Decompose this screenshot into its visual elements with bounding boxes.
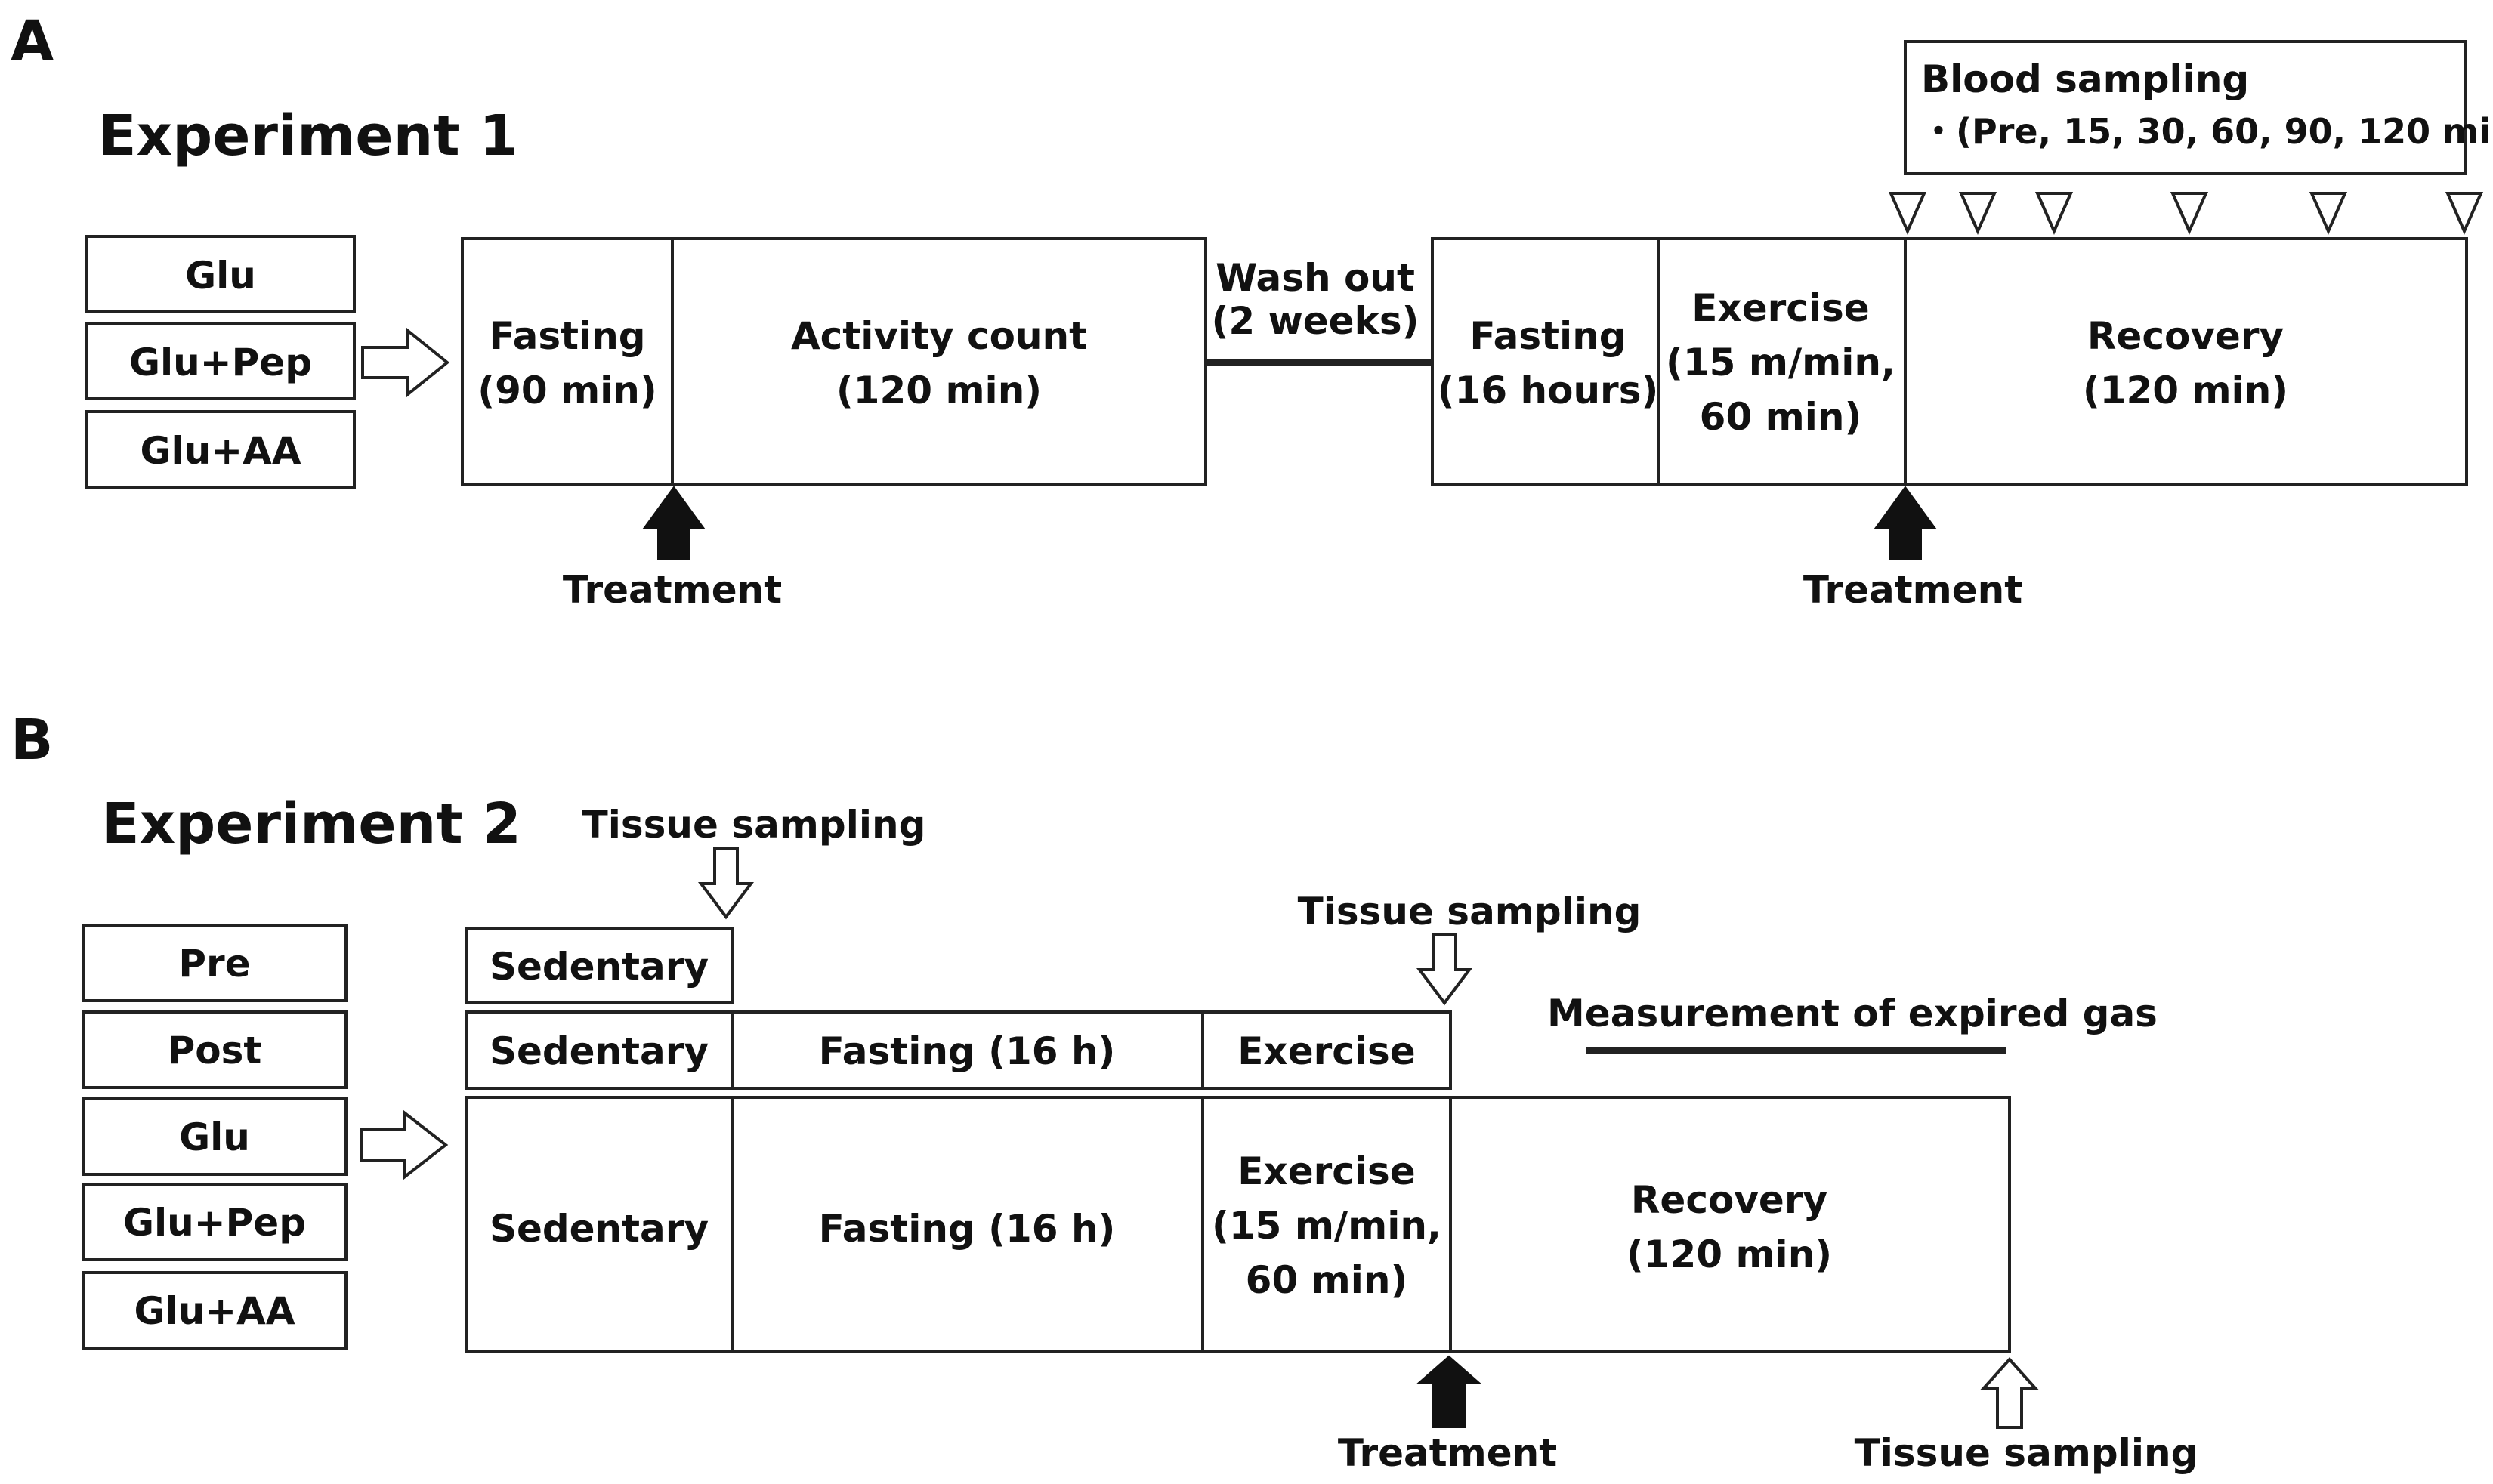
row-pre-sedentary: Sedentary [490,945,709,989]
panel-b-group-glu-pep-label: Glu+Pep [123,1201,306,1245]
panel-b-group-post-label: Post [168,1029,262,1072]
panel-a-left-stage-block [461,237,1207,486]
washout-label-line2: (2 weeks) [1212,299,1419,343]
hollow-down-triangle-icon [2034,192,2074,235]
measurement-label: Measurement of expired gas [1547,992,2158,1035]
hollow-down-triangle-icon [2445,192,2484,235]
panel-a-activity-count-stage: Activity count (120 min) [791,314,1087,412]
panel-b-group-glu-pep: Glu+Pep [82,1183,348,1261]
panel-a-group-glu-pep-label: Glu+Pep [129,341,312,384]
hollow-right-arrow-icon [360,1109,449,1180]
treatment-label-b: Treatment [1338,1431,1557,1475]
panel-b-letter: B [11,708,53,773]
panel-a-exercise-stage: Exercise (15 m/min, 60 min) [1666,286,1895,439]
solid-up-arrow-icon [1874,486,1937,560]
stage-label-line1: Fasting [489,314,645,358]
treatment-label-a2: Treatment [1803,568,2022,612]
panel-b-group-post: Post [82,1010,348,1089]
row-main-recovery-line1: Recovery [1631,1178,1827,1222]
stage-label-line2: (16 hours) [1438,369,1659,412]
row-main-exercise-line3: 60 min) [1246,1258,1408,1302]
blood-sampling-title: Blood sampling [1921,57,2249,101]
row-post-sedentary: Sedentary [490,1029,709,1073]
stage-label-line2: (90 min) [477,369,657,412]
row-post-fasting: Fasting (16 h) [819,1029,1116,1073]
stage-label-line1: Exercise [1691,286,1869,330]
hollow-down-triangle-icon [1958,192,1997,235]
panel-a-letter: A [11,9,54,74]
washout-label-line1: Wash out [1216,256,1415,300]
panel-a-group-glu-aa-label: Glu+AA [140,429,301,473]
panel-b-group-glu: Glu [82,1097,348,1176]
panel-b-row-pre: Sedentary [465,927,734,1004]
row-post-exercise: Exercise [1237,1029,1415,1073]
blood-sampling-markers [1888,192,2484,235]
panel-a-group-glu-pep: Glu+Pep [85,322,356,400]
panel-b-group-glu-label: Glu [179,1115,250,1159]
panel-a-recovery-stage: Recovery (120 min) [2083,314,2288,412]
stage-label-line3: 60 min) [1700,395,1862,439]
hollow-down-triangle-icon [1888,192,1927,235]
experiment-1-title: Experiment 1 [98,103,518,168]
stage-label-line1: Activity count [791,314,1087,358]
blood-sampling-box: Blood sampling ・(Pre, 15, 30, 60, 90, 12… [1904,40,2493,175]
treatment-label-a1: Treatment [563,568,782,612]
row-main-recovery-line2: (120 min) [1626,1233,1832,1276]
hollow-down-triangle-icon [2170,192,2209,235]
hollow-right-arrow-icon [361,327,450,398]
tissue-sampling-label-1: Tissue sampling [582,803,926,847]
row-main-sedentary: Sedentary [490,1207,709,1251]
row-main-fasting: Fasting (16 h) [819,1207,1116,1251]
tissue-sampling-label-2: Tissue sampling [1298,890,1642,933]
solid-up-arrow-icon [642,486,706,560]
panel-a-group-glu-aa: Glu+AA [85,410,356,489]
row-main-exercise-line2: (15 m/min, [1212,1204,1441,1248]
stage-label-line1: Fasting [1469,314,1626,358]
panel-b-group-pre: Pre [82,924,348,1002]
blood-sampling-times: ・(Pre, 15, 30, 60, 90, 120 min) [1921,111,2493,152]
tissue-sampling-label-3: Tissue sampling [1855,1431,2198,1475]
hollow-down-triangle-icon [2309,192,2348,235]
panel-b-group-glu-aa-label: Glu+AA [134,1289,295,1333]
row-main-exercise-line1: Exercise [1237,1149,1415,1193]
panel-b-group-pre-label: Pre [178,942,250,986]
stage-label-line1: Recovery [2087,314,2284,358]
panel-a-fasting-16h-stage: Fasting (16 hours) [1438,314,1659,412]
panel-b-row-post: Sedentary Fasting (16 h) Exercise [465,1010,1452,1090]
stage-label-line2: (15 m/min, [1666,341,1895,384]
hollow-down-arrow-icon [698,847,754,920]
solid-up-arrow-icon [1416,1355,1481,1428]
panel-a-right-stage-block [1431,237,2468,486]
stage-label-line2: (120 min) [836,369,1042,412]
experiment-2-title: Experiment 2 [101,791,521,856]
stage-label-line2: (120 min) [2083,369,2288,412]
panel-a-fasting-90-stage: Fasting (90 min) [477,314,657,412]
panel-b-group-glu-aa: Glu+AA [82,1271,348,1350]
panel-a-group-glu-label: Glu [185,254,256,298]
panel-b-row-main: Sedentary Fasting (16 h) Exercise (15 m/… [465,1096,2011,1353]
hollow-down-arrow-icon [1416,933,1472,1006]
panel-a-group-glu: Glu [85,235,356,313]
hollow-up-arrow-icon [1980,1357,2039,1429]
